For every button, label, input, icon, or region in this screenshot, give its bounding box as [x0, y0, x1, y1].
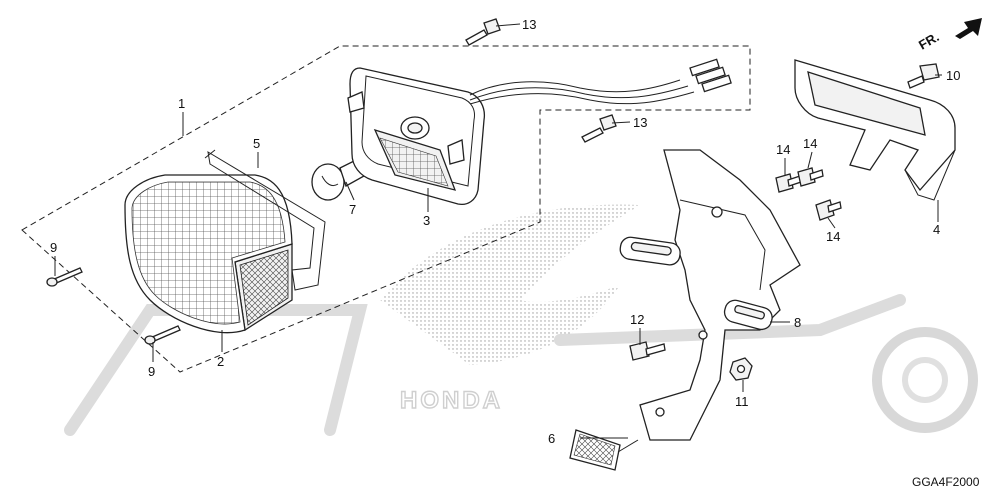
callout-9-upper: 9 — [50, 240, 57, 255]
callout-2: 2 — [217, 354, 224, 369]
callout-13-mid: 13 — [633, 115, 647, 130]
screw-9-upper — [46, 267, 83, 287]
watermark-wheel — [872, 327, 978, 433]
lamp-housing — [347, 67, 486, 206]
callout-4: 4 — [933, 222, 940, 237]
callout-14-c: 14 — [826, 229, 840, 244]
tail-lens — [124, 174, 293, 334]
callout-6: 6 — [548, 431, 555, 446]
screw-13-top — [465, 18, 501, 46]
rear-cover — [794, 59, 956, 201]
screw-9-lower — [144, 325, 181, 345]
assembly-outline — [21, 45, 751, 373]
honda-wing-logo — [380, 204, 640, 365]
fr-arrow-icon — [955, 18, 982, 39]
direction-indicator: FR. — [916, 18, 982, 53]
callout-8: 8 — [794, 315, 801, 330]
bolt-14-b — [797, 167, 824, 187]
callout-10: 10 — [946, 68, 960, 83]
screw-13-mid — [581, 114, 617, 143]
watermark-brand: HONDA — [400, 387, 503, 414]
bolt-10 — [907, 63, 940, 89]
wire-harness — [469, 58, 732, 105]
callout-11: 11 — [735, 394, 749, 409]
callout-14-b: 14 — [803, 136, 817, 151]
callouts: 1 2 3 4 5 6 7 8 9 9 10 11 12 13 13 14 14… — [50, 17, 960, 446]
watermark: HONDA — [64, 204, 978, 436]
bolt-14-a — [775, 173, 802, 193]
callout-13-top: 13 — [522, 17, 536, 32]
direction-label: FR. — [916, 29, 942, 52]
callout-9-lower: 9 — [148, 364, 155, 379]
nut-11 — [729, 357, 753, 381]
bolt-14-c — [815, 199, 842, 221]
reflector-6 — [569, 429, 639, 471]
license-bracket — [619, 149, 801, 441]
diagram-code: GGA4F2000 — [912, 475, 980, 489]
bolt-12 — [629, 341, 666, 361]
lens-gasket — [204, 149, 326, 291]
callout-5: 5 — [253, 136, 260, 151]
callout-7: 7 — [349, 202, 356, 217]
callout-3: 3 — [423, 213, 430, 228]
callout-1: 1 — [178, 96, 185, 111]
callout-12: 12 — [630, 312, 644, 327]
callout-14-a: 14 — [776, 142, 790, 157]
leader-lines — [54, 23, 942, 439]
